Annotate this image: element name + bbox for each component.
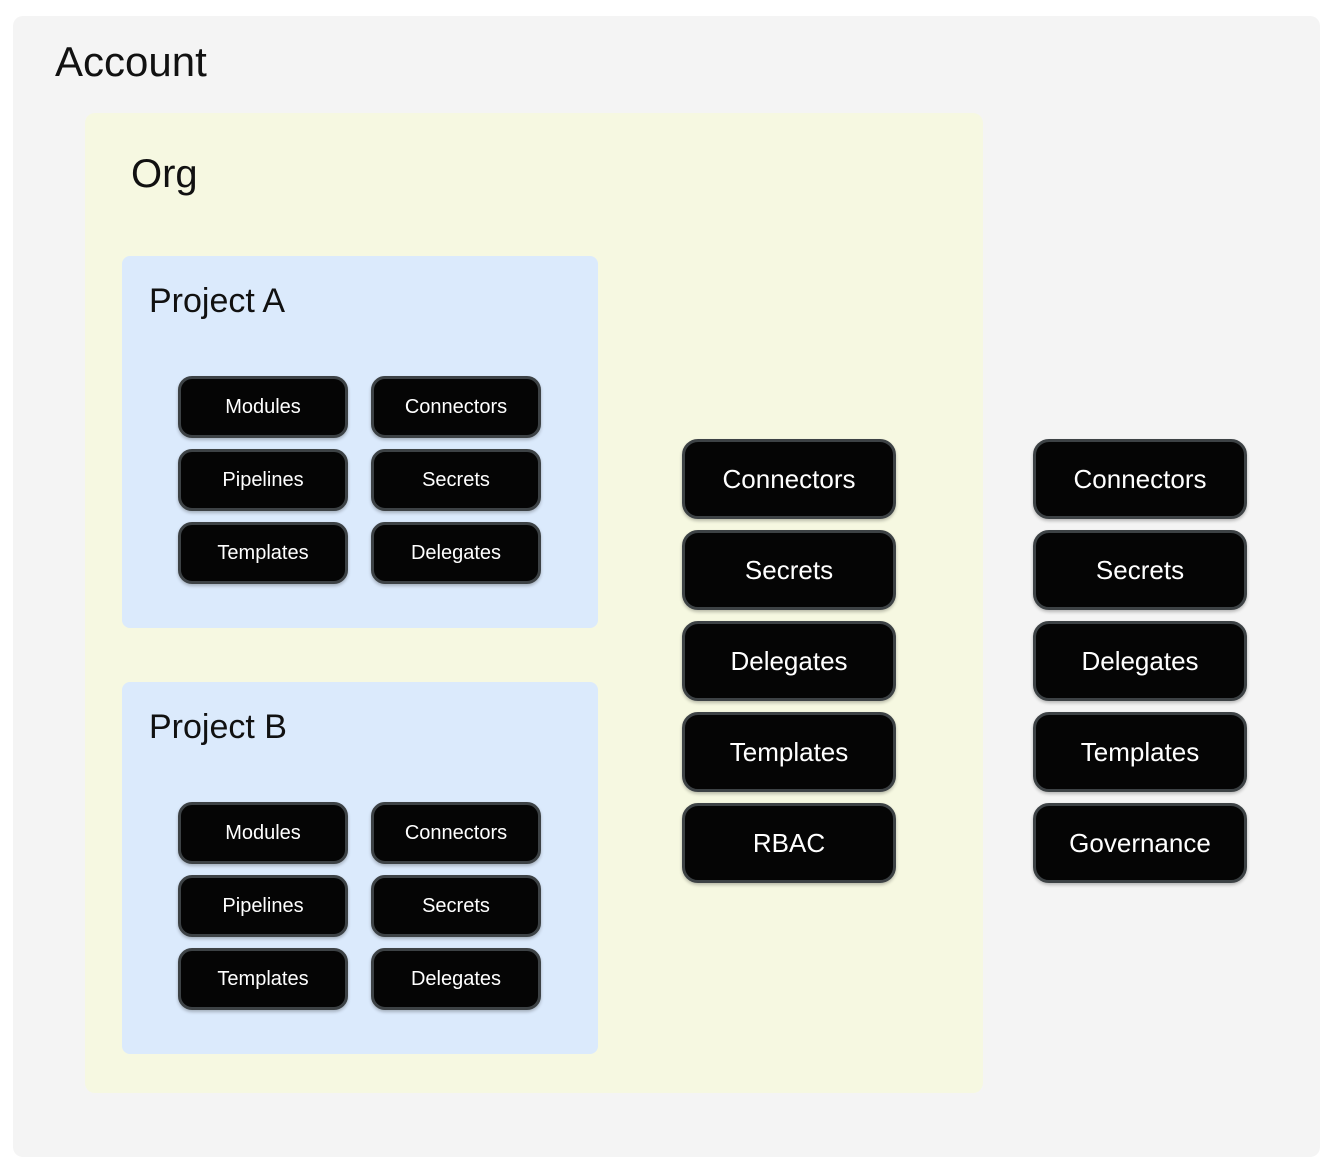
account-title: Account — [55, 38, 207, 85]
project-a-pipelines-pill: Pipelines — [178, 449, 348, 511]
org-rbac-pill: RBAC — [682, 803, 896, 883]
project-a-secrets-pill: Secrets — [371, 449, 541, 511]
project-a-title: Project A — [149, 282, 286, 320]
project-b-resource-grid: Modules Connectors Pipelines Secrets Tem… — [178, 802, 541, 1010]
project-a-resource-grid: Modules Connectors Pipelines Secrets Tem… — [178, 376, 541, 584]
project-b-templates-pill: Templates — [178, 948, 348, 1010]
account-secrets-pill: Secrets — [1033, 530, 1247, 610]
org-resource-list: Connectors Secrets Delegates Templates R… — [682, 439, 896, 883]
project-b-delegates-pill: Delegates — [371, 948, 541, 1010]
account-connectors-pill: Connectors — [1033, 439, 1247, 519]
project-b-connectors-pill: Connectors — [371, 802, 541, 864]
org-secrets-pill: Secrets — [682, 530, 896, 610]
project-b-modules-pill: Modules — [178, 802, 348, 864]
project-b-pipelines-pill: Pipelines — [178, 875, 348, 937]
project-a-container: Project A Modules Connectors Pipelines S… — [122, 256, 598, 628]
org-delegates-pill: Delegates — [682, 621, 896, 701]
org-templates-pill: Templates — [682, 712, 896, 792]
project-a-delegates-pill: Delegates — [371, 522, 541, 584]
org-connectors-pill: Connectors — [682, 439, 896, 519]
org-title: Org — [131, 152, 198, 196]
project-b-title: Project B — [149, 708, 287, 746]
project-b-container: Project B Modules Connectors Pipelines S… — [122, 682, 598, 1054]
account-templates-pill: Templates — [1033, 712, 1247, 792]
project-a-modules-pill: Modules — [178, 376, 348, 438]
account-delegates-pill: Delegates — [1033, 621, 1247, 701]
account-container: Account Org Project A Modules Connectors… — [13, 16, 1320, 1157]
project-b-secrets-pill: Secrets — [371, 875, 541, 937]
project-a-connectors-pill: Connectors — [371, 376, 541, 438]
project-a-templates-pill: Templates — [178, 522, 348, 584]
org-container: Org Project A Modules Connectors Pipelin… — [85, 113, 983, 1093]
account-governance-pill: Governance — [1033, 803, 1247, 883]
account-resource-list: Connectors Secrets Delegates Templates G… — [1033, 439, 1247, 883]
